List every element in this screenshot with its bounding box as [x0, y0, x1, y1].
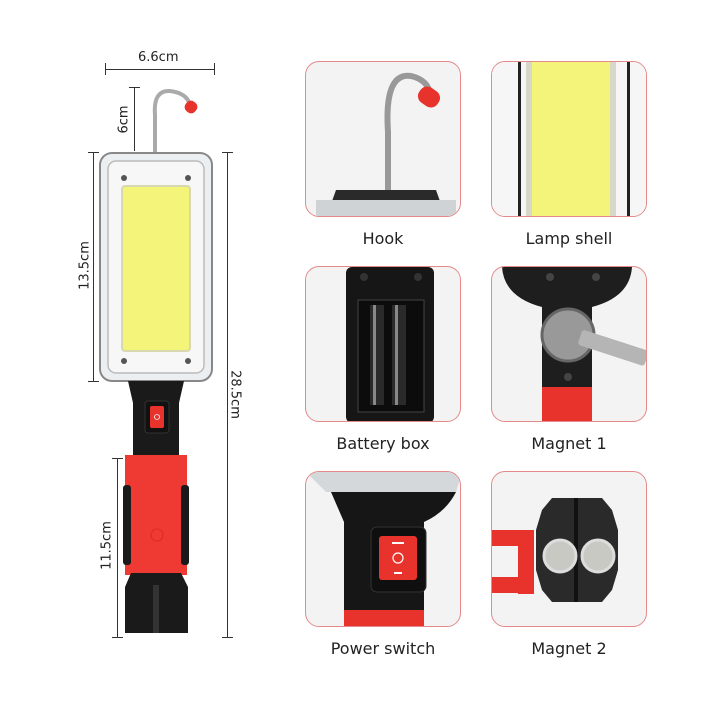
power-switch-detail-image	[306, 472, 460, 626]
handle-dimension-line	[117, 458, 118, 638]
panel-magnet-2	[491, 471, 647, 627]
lamp-height-label: 13.5cm	[77, 241, 93, 290]
dimension-tick	[214, 63, 215, 75]
width-dimension-line	[106, 69, 214, 70]
dimension-tick	[105, 63, 106, 75]
caption-lamp-shell: Lamp shell	[525, 229, 613, 248]
panel-lamp-shell	[491, 61, 647, 217]
battery-box-detail-image	[346, 267, 434, 421]
dimension-tick	[112, 458, 123, 459]
caption-magnet-1: Magnet 1	[531, 434, 607, 453]
panel-power-switch	[305, 471, 461, 627]
dimension-tick	[222, 637, 233, 638]
hook-detail-image	[316, 72, 456, 216]
worklight-illustration	[99, 88, 213, 633]
lamp-shell-detail-image	[492, 62, 646, 216]
width-label: 6.6cm	[138, 50, 179, 65]
dimension-tick	[129, 87, 140, 88]
panel-magnet-1	[491, 266, 647, 422]
panel-battery-box	[305, 266, 461, 422]
caption-battery-box: Battery box	[336, 434, 430, 453]
caption-hook: Hook	[362, 229, 404, 248]
hook-dimension-line	[134, 87, 135, 151]
magnet-1-detail-image	[502, 267, 646, 421]
total-dimension-line	[227, 152, 228, 638]
dimension-tick	[88, 381, 99, 382]
dimension-tick	[88, 152, 99, 153]
panel-hook	[305, 61, 461, 217]
caption-magnet-2: Magnet 2	[531, 639, 607, 658]
caption-power-switch: Power switch	[330, 639, 436, 658]
magnet-2-detail-image	[492, 498, 618, 602]
dimension-tick	[222, 152, 233, 153]
lamp-dimension-line	[93, 152, 94, 382]
dimension-tick	[112, 637, 123, 638]
